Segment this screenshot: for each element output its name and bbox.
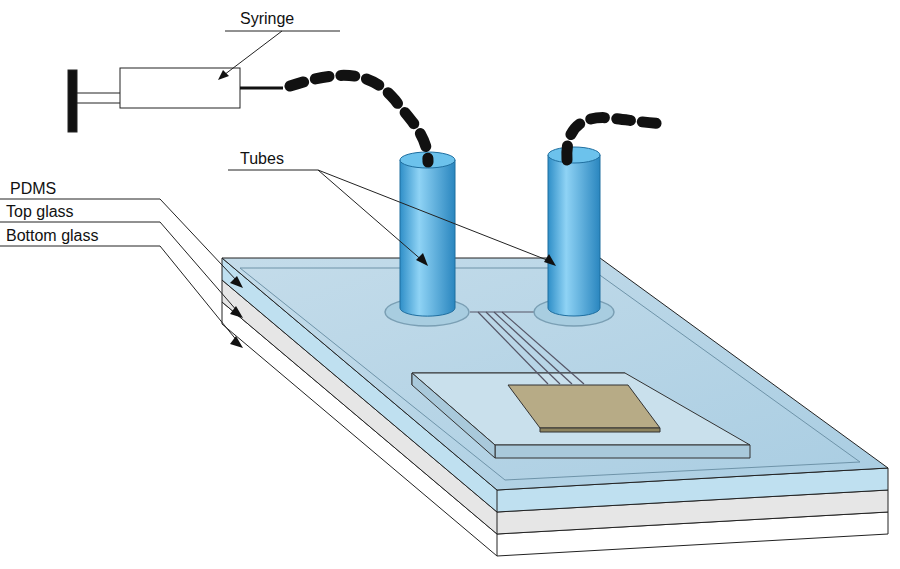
- layer-label: PDMS: [10, 180, 56, 198]
- part-label: Syringe: [240, 10, 294, 28]
- layer-label: Top glass: [6, 203, 74, 221]
- part-label: Tubes: [240, 150, 284, 168]
- tubes: [400, 147, 600, 316]
- syringe: [68, 68, 283, 132]
- leader-lines: [0, 31, 552, 342]
- layer-label: Bottom glass: [6, 227, 98, 245]
- tubing: [290, 75, 668, 162]
- arrowheads: [218, 70, 556, 348]
- chip-platform: [412, 373, 750, 458]
